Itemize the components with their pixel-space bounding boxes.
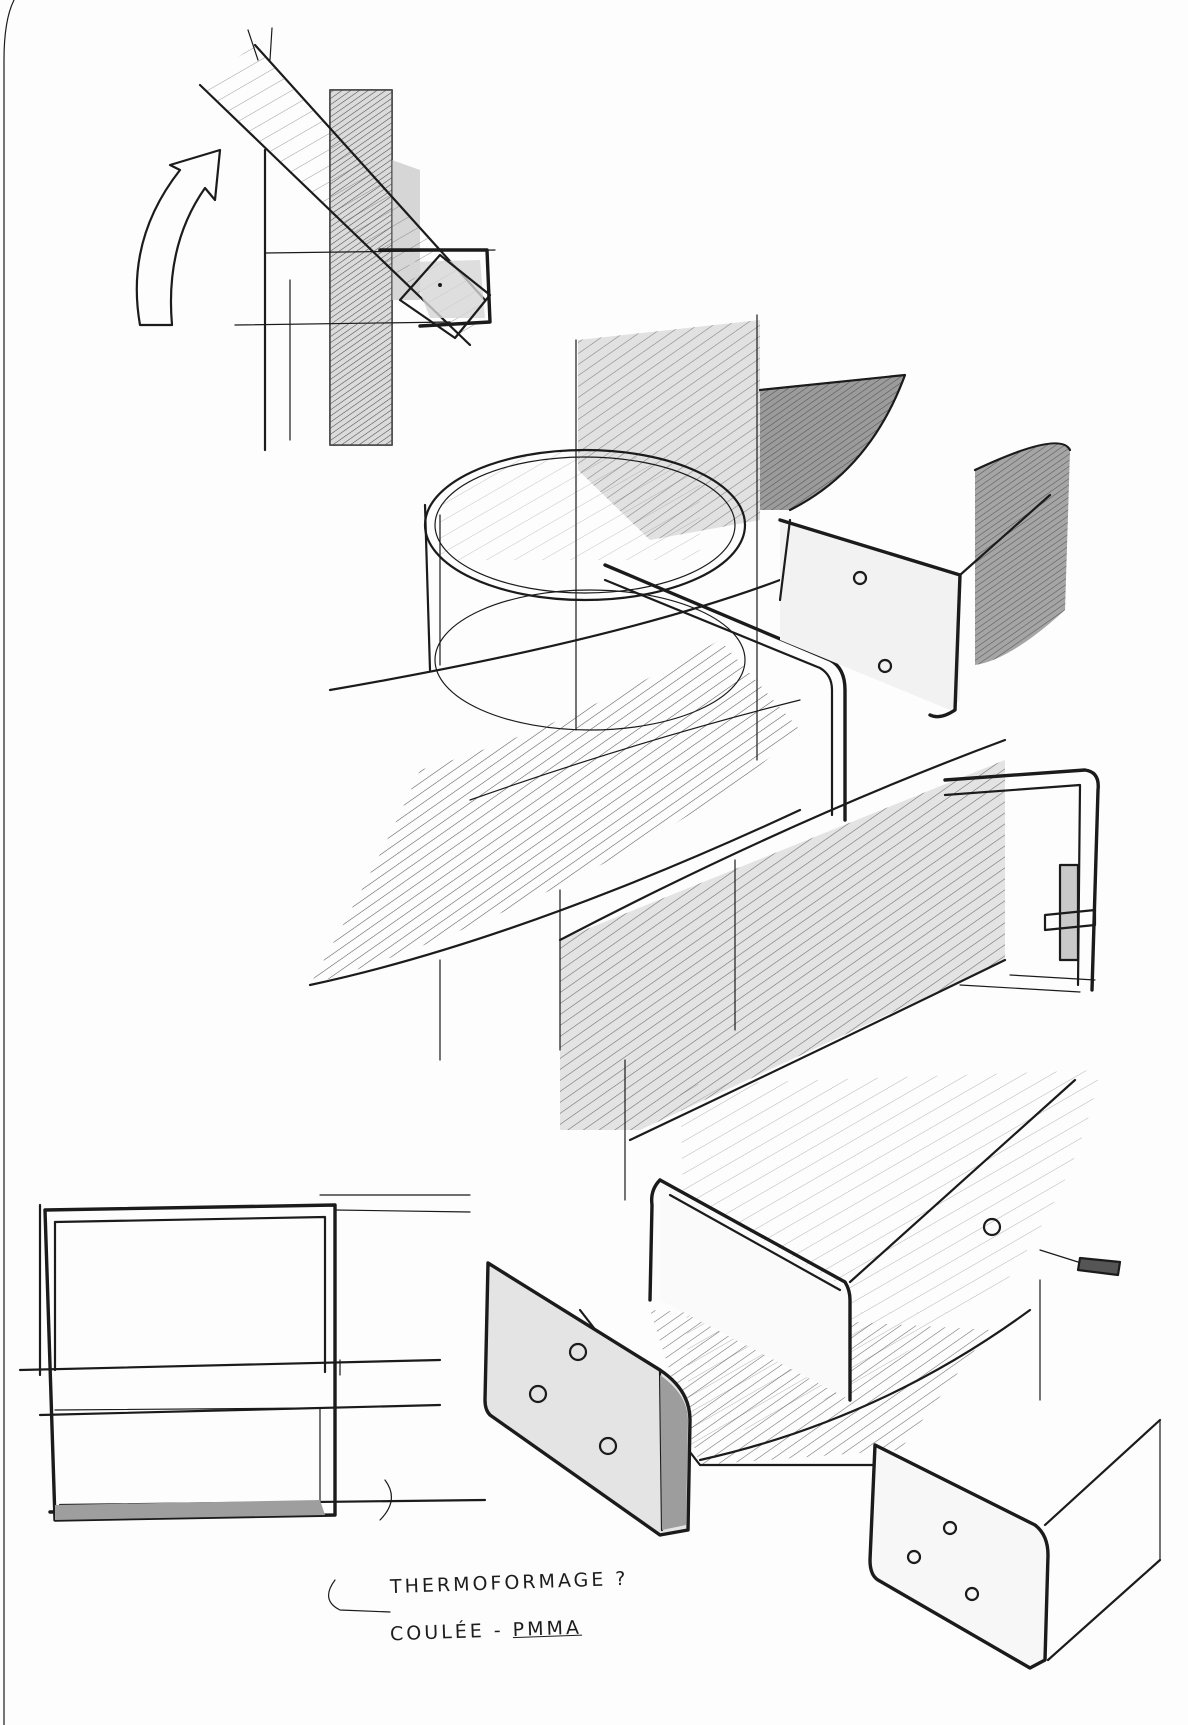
mounting-plate-right	[868, 1418, 1162, 1670]
annotation-casting: COULÉE -	[389, 1619, 504, 1646]
page-edge	[3, 0, 15, 1725]
side-clip-detail	[943, 768, 1100, 993]
front-elevation	[18, 1194, 487, 1613]
mounting-plate-left	[483, 1261, 692, 1537]
annotation-pmma: PMMA	[512, 1616, 583, 1642]
lower-u-bracket	[648, 1078, 1122, 1402]
top-detail-clip	[135, 27, 496, 452]
upper-u-bracket	[603, 493, 1052, 822]
spiral-column	[308, 314, 1100, 1467]
